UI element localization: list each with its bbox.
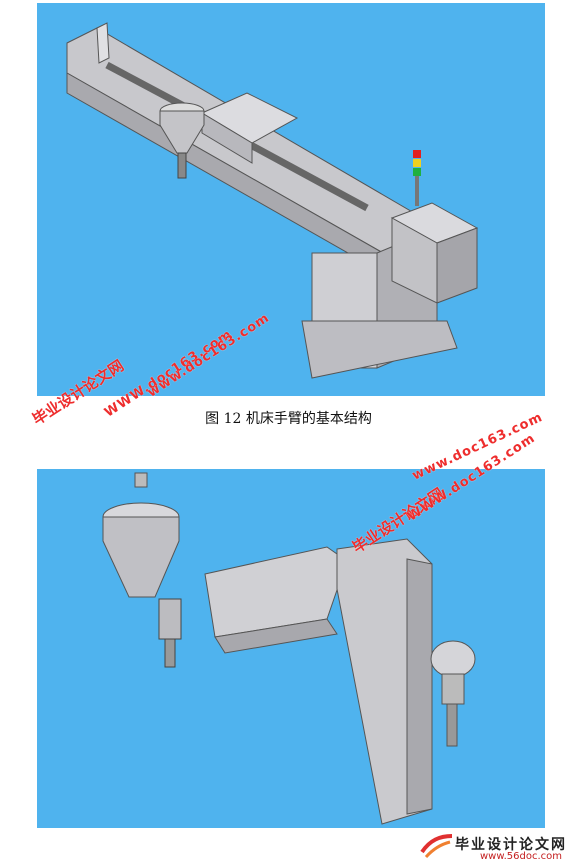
footer-url: www.56doc.com [480, 851, 563, 862]
figure-arm-detail [37, 469, 545, 828]
machine-arm-drawing [66, 22, 479, 379]
figure-caption: 图 12 机床手臂的基本结构 [205, 411, 372, 427]
footer-logo [420, 830, 570, 864]
arm-detail-drawing [102, 472, 476, 825]
figure-machine-arm-overview [37, 3, 545, 396]
footer-title: 毕业设计论文网 [455, 837, 567, 853]
logo-swoosh-icon [420, 834, 453, 859]
